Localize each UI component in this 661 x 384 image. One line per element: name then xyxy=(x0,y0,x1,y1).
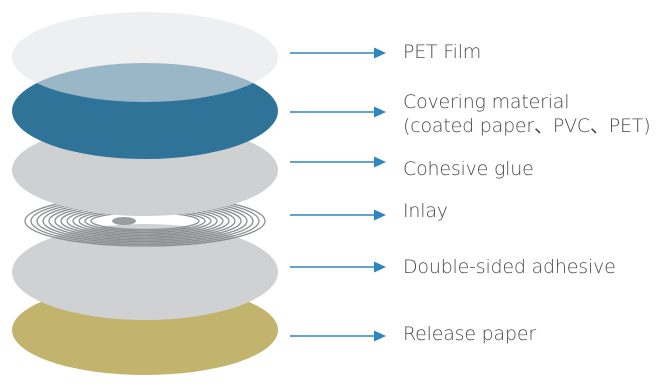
arrow-head-icon xyxy=(374,330,386,342)
inlay-chip xyxy=(112,217,136,225)
pet-film-disc xyxy=(12,12,278,102)
label-covering-material-line1: Covering material xyxy=(403,91,570,113)
double-sided-adhesive-disc xyxy=(12,224,278,320)
callout-arrows xyxy=(290,47,386,342)
arrow-head-icon xyxy=(374,106,386,118)
label-cohesive-glue: Cohesive glue xyxy=(403,158,534,180)
label-pet-film: PET Film xyxy=(403,41,482,63)
arrow-head-icon xyxy=(374,209,386,221)
arrow-head-icon xyxy=(374,47,386,59)
label-double-sided-adhesive: Double-sided adhesive xyxy=(403,256,616,278)
label-covering-material: Covering material (coated paper、PVC、PET) xyxy=(403,90,651,138)
label-inlay: Inlay xyxy=(403,200,448,222)
arrow-head-icon xyxy=(374,156,386,168)
arrow-head-icon xyxy=(374,261,386,273)
label-covering-material-line2: (coated paper、PVC、PET) xyxy=(403,115,651,137)
label-release-paper: Release paper xyxy=(403,323,536,345)
